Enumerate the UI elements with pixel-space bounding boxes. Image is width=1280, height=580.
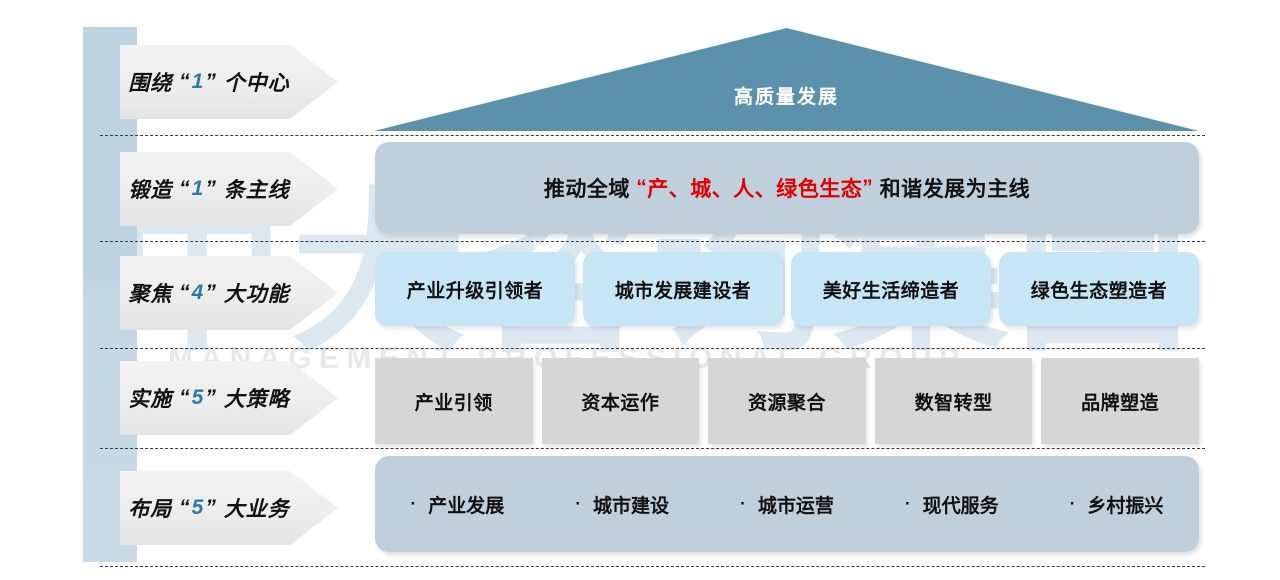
level-label-text: 聚焦 “4” 大功能 — [120, 256, 298, 330]
business-item[interactable]: · 城市运营 — [705, 491, 870, 518]
level-prefix: 围绕 — [128, 72, 173, 95]
level-prefix: 布局 — [128, 498, 173, 521]
function-box[interactable]: 绿色生态塑造者 — [999, 252, 1199, 326]
strategies-row: 产业引领 资本运作 资源聚合 数智转型 品牌塑造 — [375, 358, 1199, 444]
pentagon-shape — [120, 471, 338, 545]
roof-triangle — [374, 28, 1199, 131]
level-prefix: 聚焦 — [128, 283, 173, 306]
level-number: 4 — [191, 281, 205, 304]
divider-line-4 — [100, 448, 1205, 449]
business-item-label: 乡村振兴 — [1087, 495, 1164, 517]
business-item-label: 城市运营 — [757, 495, 834, 517]
pentagon-shape — [120, 256, 338, 330]
level-label-text: 布局 “5” 大业务 — [120, 471, 298, 545]
business-item[interactable]: · 产业发展 — [375, 491, 540, 518]
strategy-box[interactable]: 资本运作 — [541, 358, 700, 444]
bullet-icon: · — [904, 494, 911, 513]
level-label-mainline[interactable]: 锻造 “1” 条主线 — [120, 152, 338, 226]
level-number: 1 — [191, 70, 205, 93]
main-line-highlight: 产、城、人、绿色生态 — [647, 178, 863, 201]
strategy-box[interactable]: 资源聚合 — [708, 358, 866, 444]
level-prefix: 锻造 — [128, 179, 173, 202]
level-label-text: 围绕 “1” 个中心 — [120, 45, 298, 119]
level-suffix: 条主线 — [223, 179, 290, 202]
level-prefix: 实施 — [128, 388, 173, 411]
level-suffix: 大策略 — [223, 388, 290, 411]
function-box[interactable]: 城市发展建设者 — [583, 252, 783, 326]
bullet-icon: · — [1069, 494, 1076, 513]
function-box[interactable]: 美好生活缔造者 — [791, 252, 991, 326]
bullet-icon: · — [410, 494, 417, 513]
level-number: 5 — [191, 496, 205, 519]
business-item[interactable]: · 乡村振兴 — [1034, 491, 1199, 518]
main-line-quote-close: ” — [862, 176, 874, 199]
level-number: 1 — [191, 177, 205, 200]
main-line-text: 推动全域 “ 产、城、人、绿色生态 ” 和谐发展为主线 — [375, 142, 1199, 234]
functions-row: 产业升级引领者 城市发展建设者 美好生活缔造者 绿色生态塑造者 — [375, 252, 1199, 326]
bullet-icon: · — [575, 494, 582, 513]
business-item-label: 城市建设 — [593, 495, 670, 517]
main-line-tail: 和谐发展为主线 — [879, 178, 1031, 201]
business-item-label: 现代服务 — [922, 495, 999, 517]
pentagon-shape — [120, 152, 338, 226]
level-suffix: 大业务 — [223, 498, 290, 521]
level-number: 5 — [191, 386, 205, 409]
business-item[interactable]: · 现代服务 — [869, 491, 1034, 518]
businesses-row: · 产业发展 · 城市建设 · 城市运营 · 现代服务 · 乡村振兴 — [375, 456, 1199, 552]
strategy-box[interactable]: 数智转型 — [874, 358, 1033, 444]
main-line-bar[interactable] — [375, 142, 1199, 234]
businesses-bar[interactable] — [375, 456, 1199, 552]
pentagon-shape — [120, 361, 338, 435]
divider-line-2 — [100, 241, 1205, 242]
roof-label: 高质量发展 — [733, 87, 839, 108]
function-box[interactable]: 产业升级引领者 — [375, 252, 575, 326]
main-line-lead: 推动全域 — [543, 178, 630, 201]
level-suffix: 大功能 — [223, 283, 290, 306]
divider-line-5 — [100, 566, 1205, 567]
bullet-icon: · — [740, 494, 746, 513]
level-label-center[interactable]: 围绕 “1” 个中心 — [120, 45, 338, 119]
divider-line-1 — [100, 135, 1205, 136]
main-line-quote-open: “ — [636, 176, 648, 199]
level-label-strategies[interactable]: 实施 “5” 大策略 — [120, 361, 338, 435]
divider-line-3 — [100, 348, 1205, 349]
level-suffix: 个中心 — [223, 72, 290, 95]
business-item-label: 产业发展 — [428, 495, 505, 517]
level-label-text: 锻造 “1” 条主线 — [120, 152, 298, 226]
pentagon-shape — [120, 45, 338, 119]
strategy-box[interactable]: 产业引领 — [375, 358, 533, 444]
level-label-businesses[interactable]: 布局 “5” 大业务 — [120, 471, 338, 545]
level-label-text: 实施 “5” 大策略 — [120, 361, 298, 435]
business-item[interactable]: · 城市建设 — [540, 491, 705, 518]
level-label-functions[interactable]: 聚焦 “4” 大功能 — [120, 256, 338, 330]
strategy-box[interactable]: 品牌塑造 — [1041, 358, 1199, 444]
